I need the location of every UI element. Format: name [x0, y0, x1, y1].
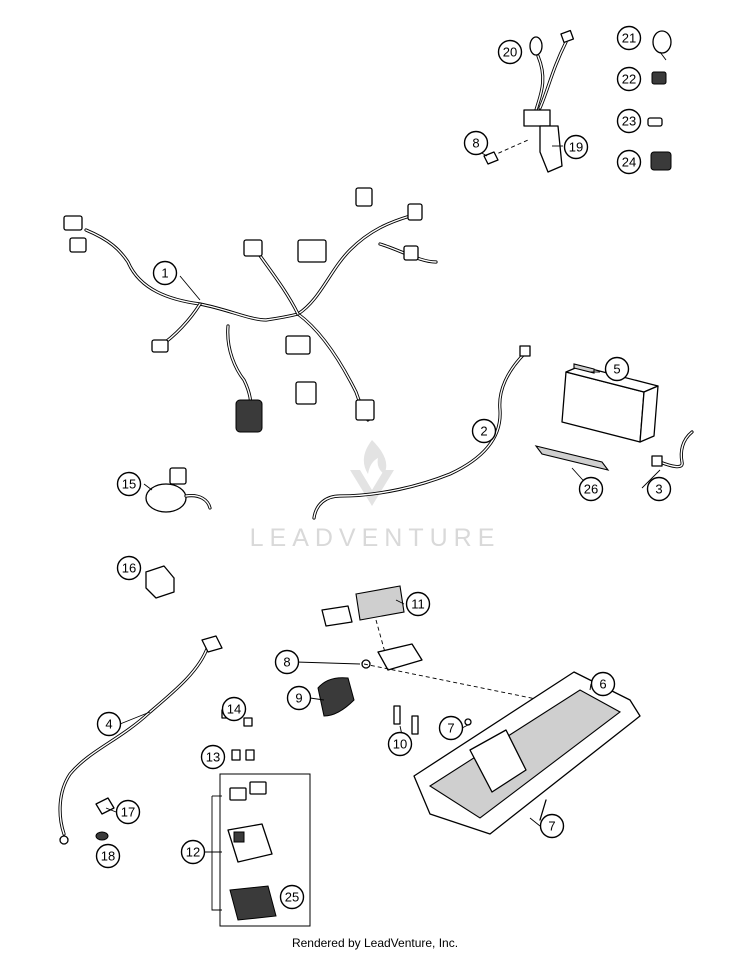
main-wiring-harness — [63, 187, 438, 433]
callout-15: 15 — [116, 471, 142, 497]
callout-4: 4 — [96, 711, 122, 737]
callout-label: 16 — [122, 561, 136, 576]
callout-1: 1 — [152, 260, 178, 286]
callout-label: 17 — [121, 805, 135, 820]
battery — [561, 363, 659, 443]
callout-label: 18 — [101, 849, 115, 864]
battery-pad — [534, 445, 610, 471]
logo-mark-icon — [350, 470, 394, 506]
callout-label: 26 — [584, 482, 598, 497]
voltage-regulator — [321, 585, 405, 657]
battery-tray — [413, 671, 641, 835]
callout-label: 10 — [393, 737, 407, 752]
callout-25: 25 — [279, 884, 305, 910]
watermark: LEADVENTURE — [250, 440, 501, 552]
footer-credit: Rendered by LeadVenture, Inc. — [291, 936, 459, 950]
callout-9: 9 — [286, 685, 312, 711]
callout-label: 14 — [227, 702, 241, 717]
callout-label: 9 — [295, 691, 302, 706]
callout-label: 3 — [655, 482, 662, 497]
small-parts-column — [647, 30, 672, 171]
battery-cable-negative — [58, 635, 223, 845]
callout-16: 16 — [116, 555, 142, 581]
callout-24: 24 — [616, 149, 642, 175]
connector-block — [145, 565, 175, 599]
callout-label: 8 — [283, 655, 290, 670]
callout-8-mid: 8 — [274, 649, 300, 675]
callout-7-lower: 7 — [539, 813, 565, 839]
watermark-text: LEADVENTURE — [250, 524, 501, 552]
callout-label: 13 — [206, 750, 220, 765]
regulator-bracket — [317, 643, 601, 735]
callout-6: 6 — [590, 671, 616, 697]
callout-11: 11 — [405, 591, 431, 617]
callout-22: 22 — [616, 66, 642, 92]
relay-component — [145, 467, 212, 513]
callout-label: 7 — [548, 819, 555, 834]
callout-label: 25 — [285, 890, 299, 905]
callout-label: 22 — [622, 72, 636, 87]
callout-12: 12 — [180, 839, 206, 865]
flame-icon — [363, 440, 387, 474]
callout-label: 1 — [161, 266, 168, 281]
callout-10: 10 — [387, 731, 413, 757]
callout-13: 13 — [200, 744, 226, 770]
callout-2: 2 — [471, 418, 497, 444]
callout-5: 5 — [604, 356, 630, 382]
callout-20: 20 — [497, 39, 523, 65]
callout-label: 20 — [503, 45, 517, 60]
callout-3: 3 — [646, 476, 672, 502]
callout-23: 23 — [616, 108, 642, 134]
callout-26: 26 — [578, 476, 604, 502]
callout-19: 19 — [563, 134, 589, 160]
antenna-cable-assembly — [483, 29, 575, 173]
callout-label: 5 — [613, 362, 620, 377]
callout-label: 23 — [622, 114, 636, 129]
callout-21: 21 — [616, 25, 642, 51]
callout-8-top: 8 — [463, 130, 489, 156]
battery-cable-positive — [312, 345, 531, 520]
callout-label: 7 — [447, 721, 454, 736]
callout-14: 14 — [221, 696, 247, 722]
callout-label: 2 — [480, 424, 487, 439]
callout-label: 12 — [186, 845, 200, 860]
callout-18: 18 — [95, 843, 121, 869]
callout-7-upper: 7 — [438, 715, 464, 741]
callout-label: 11 — [411, 597, 425, 612]
callout-label: 6 — [599, 677, 606, 692]
callout-label: 24 — [622, 155, 636, 170]
battery-cable-short — [651, 430, 694, 469]
callout-17: 17 — [115, 799, 141, 825]
callout-label: 15 — [122, 477, 136, 492]
callout-label: 21 — [622, 31, 636, 46]
callout-label: 8 — [472, 136, 479, 151]
callout-label: 4 — [105, 717, 112, 732]
callout-label: 19 — [569, 140, 583, 155]
